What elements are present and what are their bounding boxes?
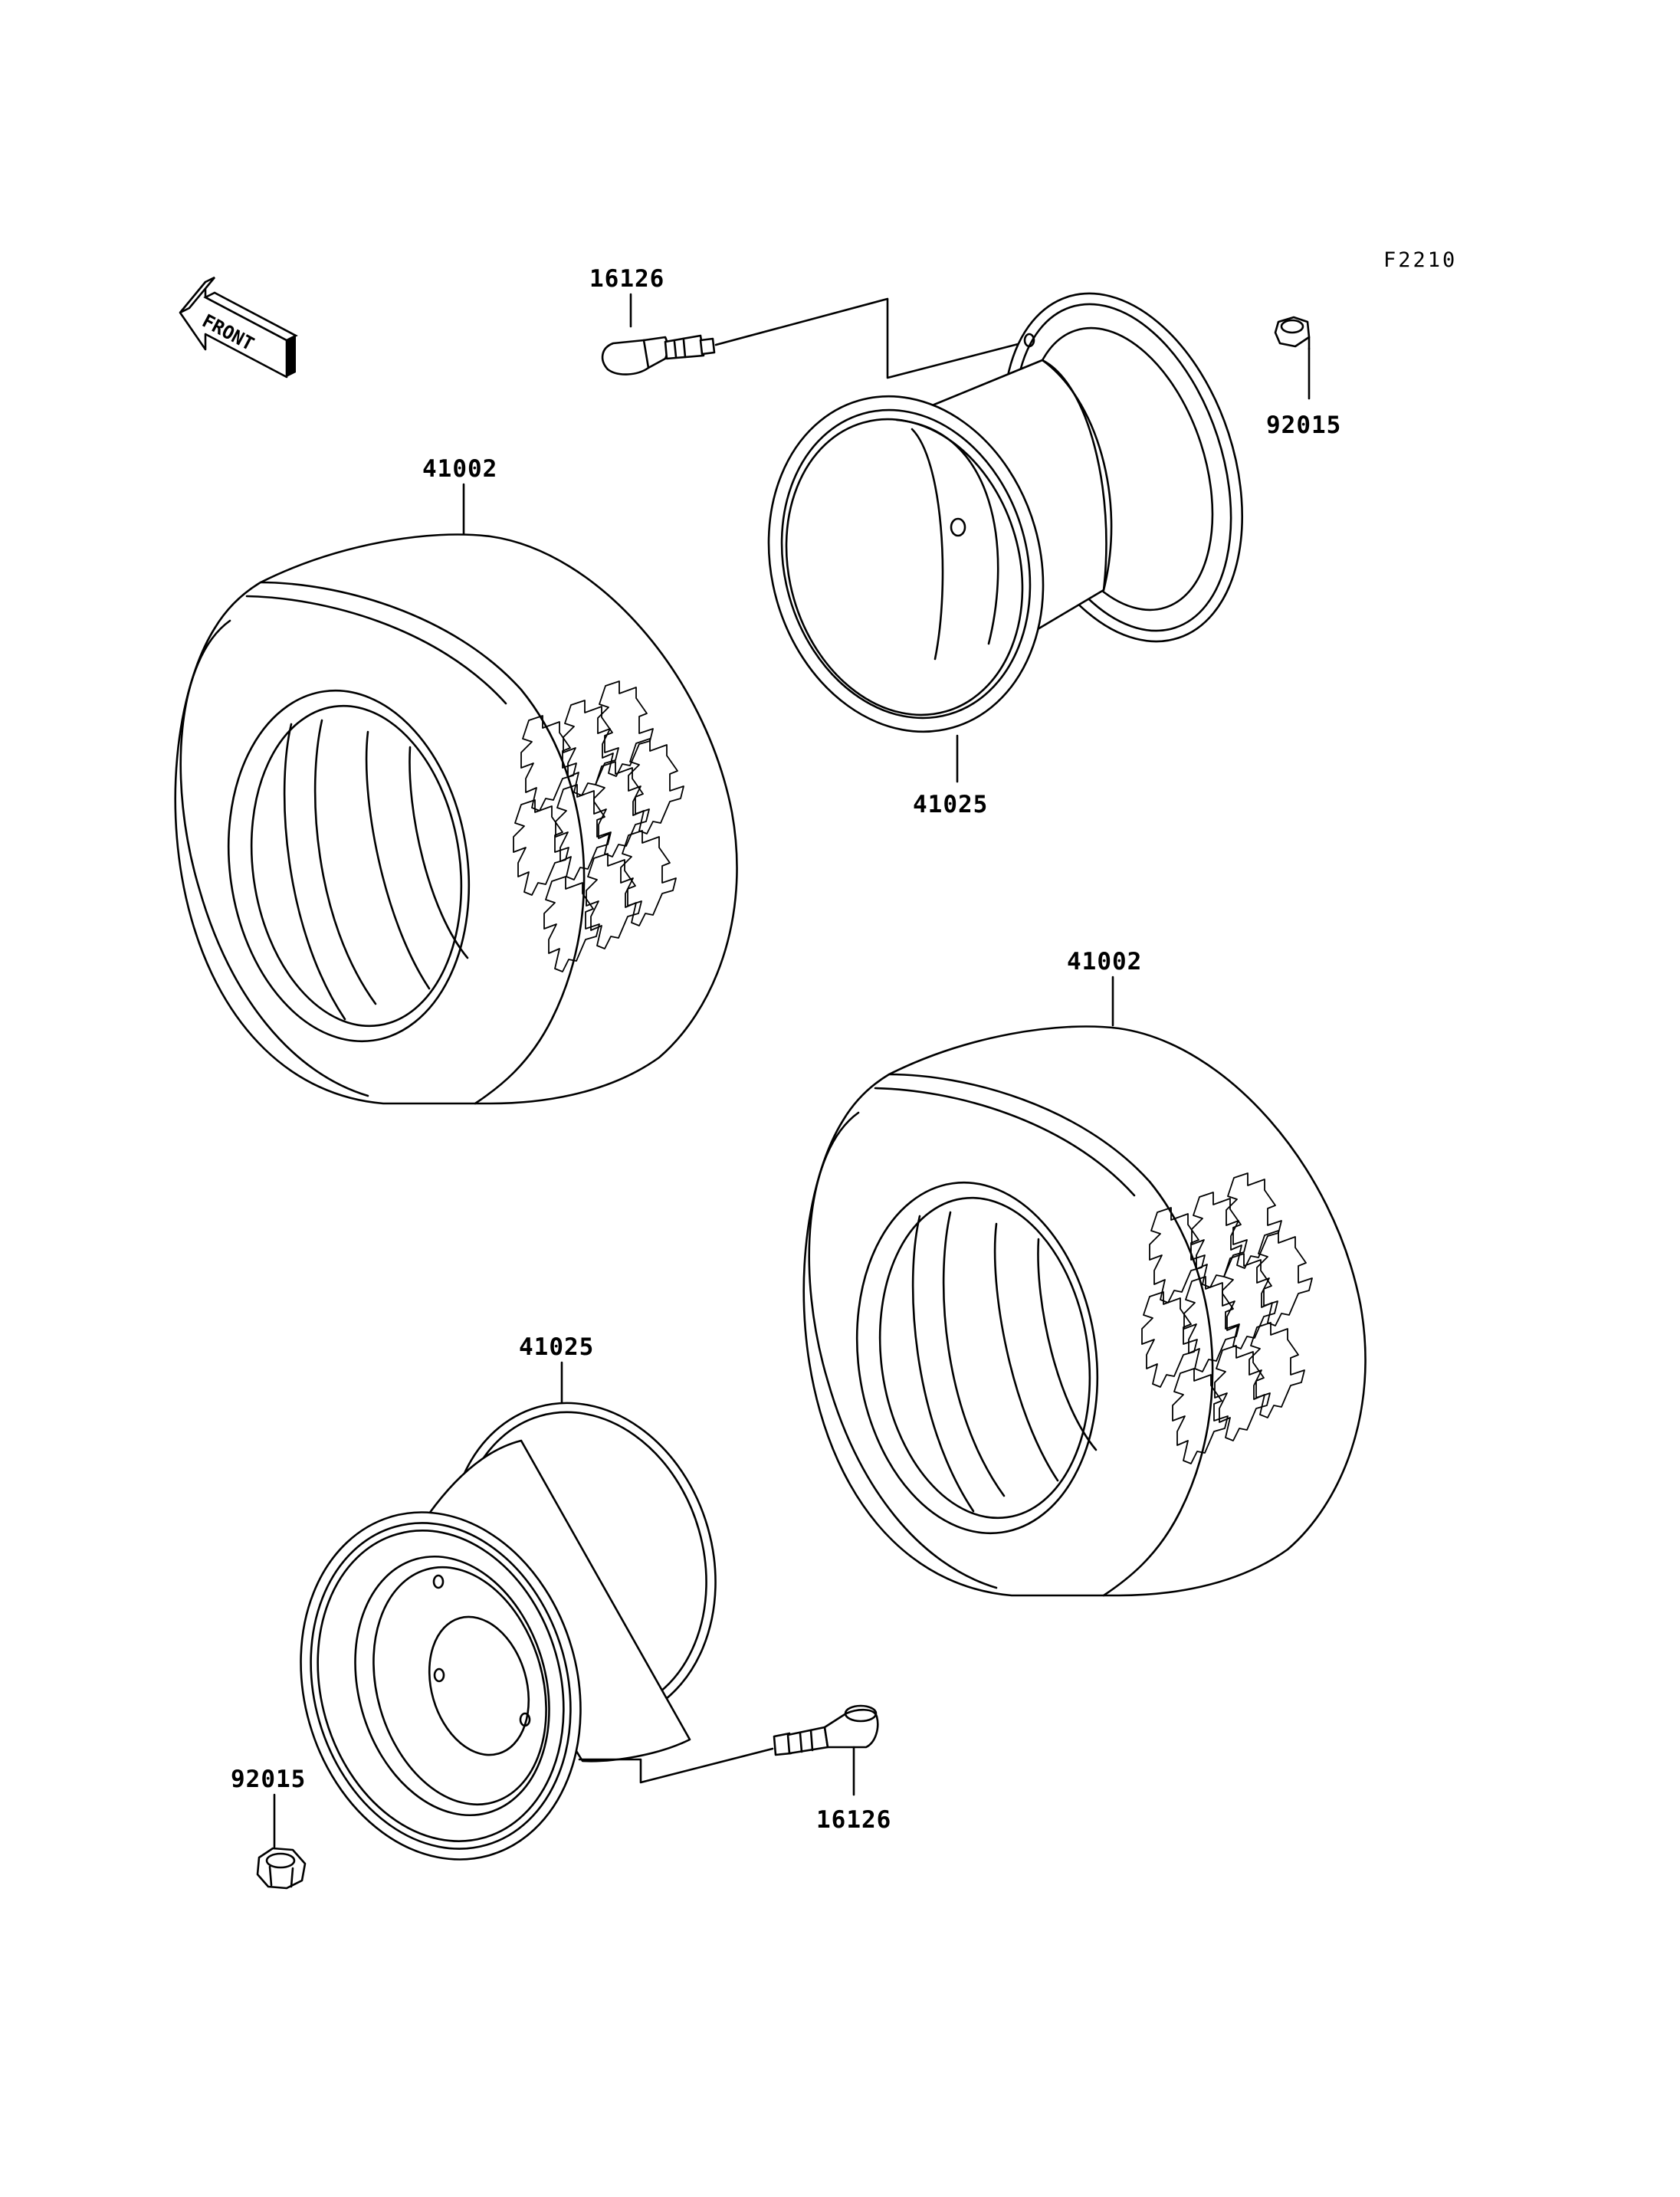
part-label-valve-bottom: 16126 xyxy=(816,1806,891,1834)
valve-stem-top: 16126 xyxy=(589,265,1029,379)
nut-top: 92015 xyxy=(1266,316,1341,439)
tire-right: 41002 xyxy=(802,948,1367,1597)
tire-left: 41002 xyxy=(174,455,738,1105)
part-label-rim-top: 41025 xyxy=(913,791,988,818)
nut-bottom: 92015 xyxy=(231,1766,307,1890)
part-label-tire-right: 41002 xyxy=(1067,948,1142,976)
part-label-valve-top: 16126 xyxy=(589,265,664,293)
figure-code: F2210 xyxy=(1383,248,1457,272)
part-label-nut-top: 92015 xyxy=(1266,412,1341,439)
valve-stem-bottom: 16126 xyxy=(773,1704,891,1834)
part-label-nut-bottom: 92015 xyxy=(231,1766,306,1793)
rim-bottom: 41025 xyxy=(300,1333,774,1861)
front-arrow-icon: FRONT xyxy=(179,276,298,379)
part-label-tire-left: 41002 xyxy=(422,455,497,483)
part-label-rim-bottom: 41025 xyxy=(519,1333,594,1361)
rim-top: 41025 xyxy=(767,292,1244,818)
